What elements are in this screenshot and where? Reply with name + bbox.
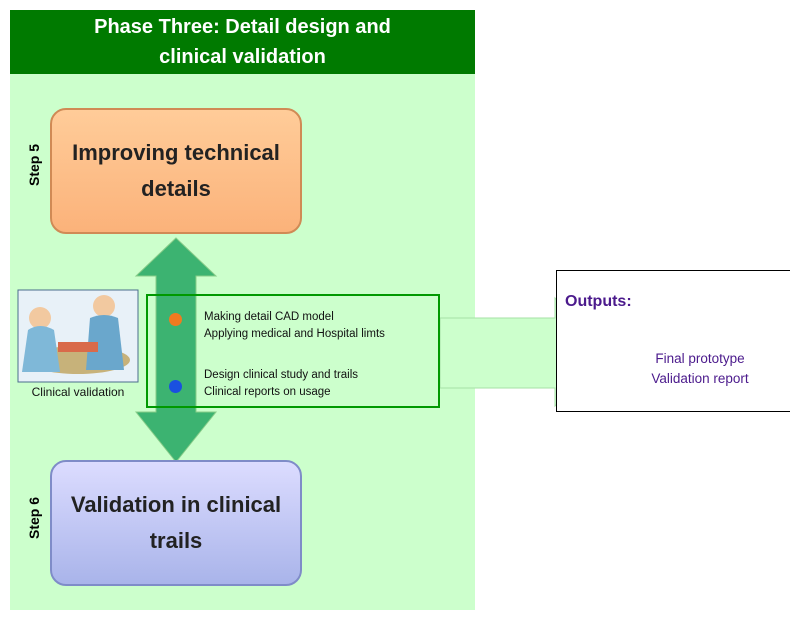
phase-title-line-2: clinical validation	[159, 46, 326, 68]
output-item: Validation report	[651, 371, 749, 386]
step-6-title: Validation in clinical trails	[70, 492, 282, 553]
step-5-label: Step 5	[26, 144, 42, 187]
activities-box	[146, 294, 440, 408]
surgeons-illustration	[17, 289, 139, 383]
outputs-box	[556, 270, 790, 412]
bullet-blue-icon	[169, 380, 182, 393]
bullet-orange-icon	[169, 313, 182, 326]
output-item: Final prototype	[655, 351, 745, 366]
activity-group-2: Design clinical study and trails Clinica…	[204, 367, 358, 401]
activity-item: Design clinical study and trails	[204, 369, 359, 381]
outputs-title: Outputs:	[565, 293, 632, 310]
phase-title-line-1: Phase Three: Detail design and	[94, 16, 391, 38]
activity-item: Clinical reports on usage	[204, 386, 331, 398]
step-6-label: Step 6	[26, 497, 42, 540]
activity-item: Applying medical and Hospital limts	[204, 328, 385, 340]
image-caption: Clinical validation	[31, 385, 125, 399]
activity-item: Making detail CAD model	[204, 311, 334, 323]
phase-header: Phase Three: Detail design and clinical …	[10, 10, 475, 74]
step-6-box: Validation in clinical trails	[50, 460, 302, 586]
activity-group-1: Making detail CAD model Applying medical…	[204, 309, 385, 343]
step-5-title: Improving technical details	[72, 140, 280, 201]
step-5-box: Improving technical details	[50, 108, 302, 234]
